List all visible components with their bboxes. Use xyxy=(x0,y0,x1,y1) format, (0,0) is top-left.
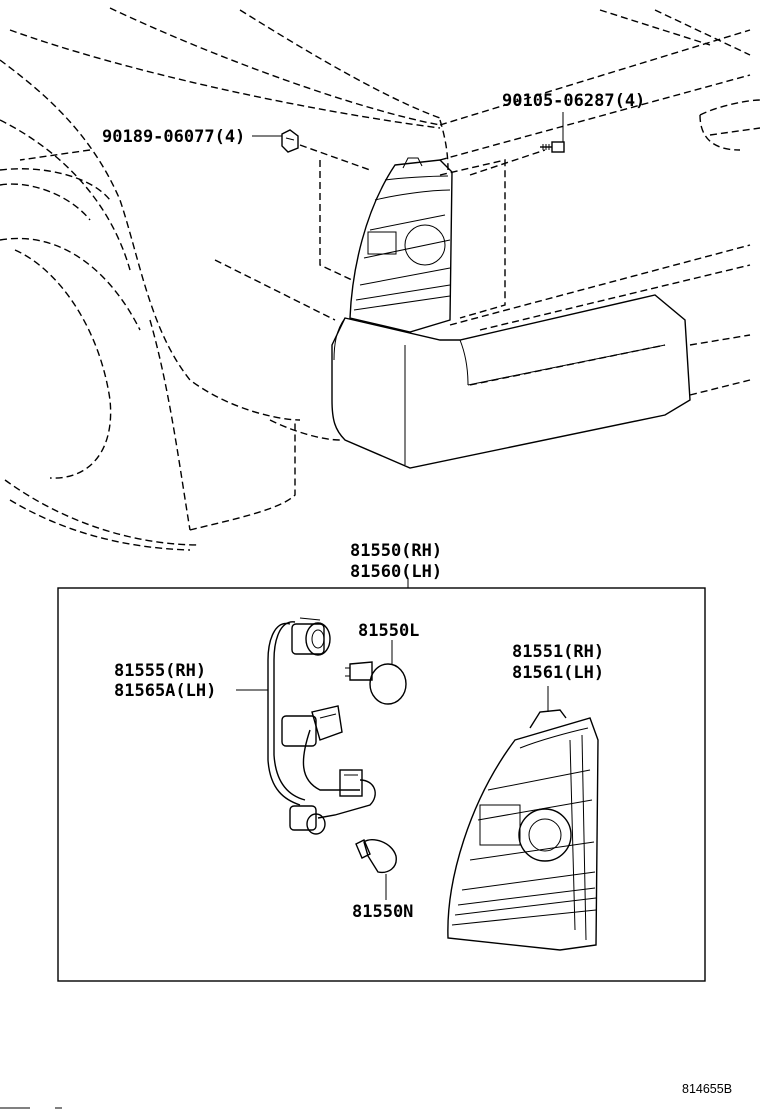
label-socket-lh: 81565A(LH) xyxy=(114,681,216,701)
label-lens-rh: 81551(RH) xyxy=(512,642,604,662)
label-bulb-small: 81550N xyxy=(352,902,413,922)
label-bolt: 90105-06287(4) xyxy=(502,91,645,111)
bolt-part xyxy=(540,112,565,153)
socket-wire-part xyxy=(236,617,376,835)
label-lens-lh: 81561(LH) xyxy=(512,663,604,683)
label-bulb-stop: 81550L xyxy=(358,621,419,641)
stop-bulb-part xyxy=(345,640,407,705)
rear-bumper xyxy=(331,294,691,469)
clip-part xyxy=(252,129,299,153)
label-socket-rh: 81555(RH) xyxy=(114,661,206,681)
label-lamp-assy-rh: 81550(RH) xyxy=(350,541,442,561)
socket-middle xyxy=(281,705,343,747)
diagram-number: 814655B xyxy=(682,1082,732,1096)
assembly-box xyxy=(57,578,706,982)
lens-part xyxy=(447,686,599,951)
label-clip: 90189-06077(4) xyxy=(102,127,245,147)
vehicle-body-outline xyxy=(0,7,760,551)
installed-tail-lamp xyxy=(349,157,453,333)
socket-lower xyxy=(289,805,326,835)
small-bulb-part xyxy=(355,838,397,900)
label-lamp-assy-lh: 81560(LH) xyxy=(350,562,442,582)
socket-upper xyxy=(291,617,331,656)
connector xyxy=(339,769,363,797)
